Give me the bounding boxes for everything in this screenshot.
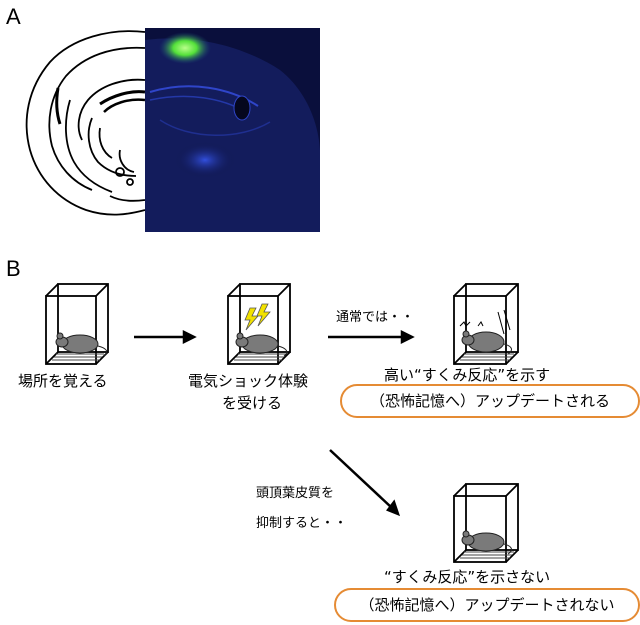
inhibit-label-line1: 頭頂葉皮質を xyxy=(256,486,335,501)
floor-grid-1 xyxy=(52,353,104,361)
floor-grid-3 xyxy=(460,353,514,361)
step2-label-line2: を受ける xyxy=(222,394,283,412)
arrow-1 xyxy=(134,329,197,345)
fluorescence-signal-spot xyxy=(159,32,211,64)
inhibit-label-line2: 抑制すると・・ xyxy=(256,516,348,531)
freezing-marks-icon xyxy=(459,309,511,335)
experiment-flow-diagram xyxy=(45,283,519,563)
normal-update-badge: （恐怖記憶へ）アップデートされる xyxy=(340,384,640,418)
inhibit-result-label: “すくみ反応”を示さない xyxy=(384,568,551,586)
step2-label-line1: 電気ショック体験 xyxy=(188,372,309,390)
brain-atlas-outline xyxy=(25,30,146,216)
step1-label: 場所を覚える xyxy=(18,372,108,390)
panel-label-a: A xyxy=(6,4,21,29)
mouse-4 xyxy=(461,530,512,555)
floor-grid-2 xyxy=(234,353,286,361)
inhibit-update-badge: （恐怖記憶へ）アップデートされない xyxy=(334,588,640,622)
panel-label-b: B xyxy=(6,256,21,281)
normal-condition-label: 通常では・・ xyxy=(336,310,415,325)
arrow-3 xyxy=(329,449,401,517)
arrow-2 xyxy=(328,329,415,345)
fluorescence-image xyxy=(145,28,320,232)
floor-grid-4 xyxy=(460,551,514,559)
mouse-1 xyxy=(55,332,108,357)
mouse-2 xyxy=(235,332,288,357)
normal-result-label: 高い“すくみ反応”を示す xyxy=(384,366,551,384)
mouse-3 xyxy=(461,330,512,355)
brain-section-figure xyxy=(25,28,320,232)
shock-bolt-icon xyxy=(244,303,271,331)
